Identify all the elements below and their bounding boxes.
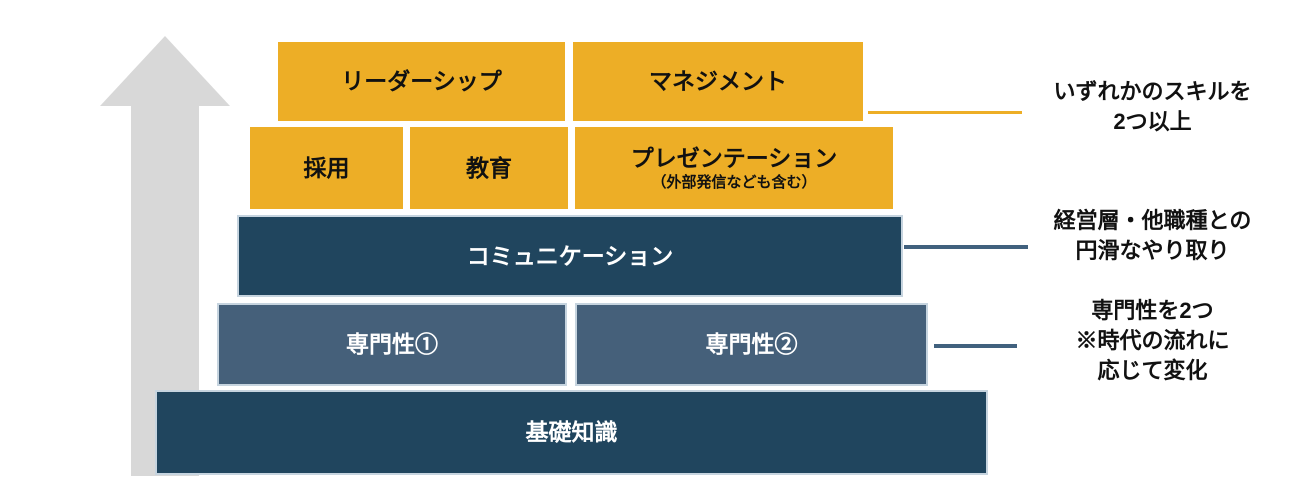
skill-box-management-label: マネジメント xyxy=(649,68,787,95)
skill-box-recruiting: 採用 xyxy=(250,127,403,209)
skill-box-presentation-sublabel: （外部発信なども含む） xyxy=(651,173,817,191)
connector-specialty-line xyxy=(934,344,1017,348)
skill-box-foundation-label: 基礎知識 xyxy=(525,419,618,446)
annotation-specialty: 専門性を2つ ※時代の流れに 応じて変化 xyxy=(1015,296,1290,386)
growth-arrow-head xyxy=(100,36,230,106)
skill-box-specialty-2: 専門性② xyxy=(575,303,928,386)
skill-box-education-label: 教育 xyxy=(466,154,512,181)
skill-box-education: 教育 xyxy=(410,127,568,209)
skill-box-communication: コミュニケーション xyxy=(237,215,903,297)
annotation-communication-line1: 経営層・他職種との xyxy=(1053,208,1252,233)
skill-box-communication-label: コミュニケーション xyxy=(466,242,674,269)
skill-box-recruiting-label: 採用 xyxy=(303,154,350,181)
skill-box-presentation-label: プレゼンテーション xyxy=(630,145,838,172)
annotation-top-skills: いずれかのスキルを 2つ以上 xyxy=(1015,77,1290,137)
annotation-top-skills-line1: いずれかのスキルを xyxy=(1053,79,1252,104)
annotation-specialty-line1: 専門性を2つ xyxy=(1091,298,1214,323)
skill-box-specialty-2-label: 専門性② xyxy=(705,331,798,358)
skill-box-management: マネジメント xyxy=(573,42,863,121)
skill-box-specialty-1: 専門性① xyxy=(217,303,567,386)
annotation-specialty-line2: ※時代の流れに xyxy=(1075,328,1230,353)
skill-box-leadership-label: リーダーシップ xyxy=(341,68,502,95)
connector-communication-line xyxy=(904,245,1028,249)
skill-box-presentation: プレゼンテーション （外部発信なども含む） xyxy=(575,127,893,209)
skill-box-foundation: 基礎知識 xyxy=(155,390,988,475)
annotation-communication-line2: 円滑なやり取り xyxy=(1075,238,1230,263)
skill-box-specialty-1-label: 専門性① xyxy=(346,331,438,358)
annotation-communication: 経営層・他職種との 円滑なやり取り xyxy=(1015,206,1290,266)
connector-top-skills-line xyxy=(868,111,1022,114)
skill-box-leadership: リーダーシップ xyxy=(278,42,565,121)
annotation-specialty-line3: 応じて変化 xyxy=(1097,358,1208,383)
annotation-top-skills-line2: 2つ以上 xyxy=(1113,109,1192,134)
